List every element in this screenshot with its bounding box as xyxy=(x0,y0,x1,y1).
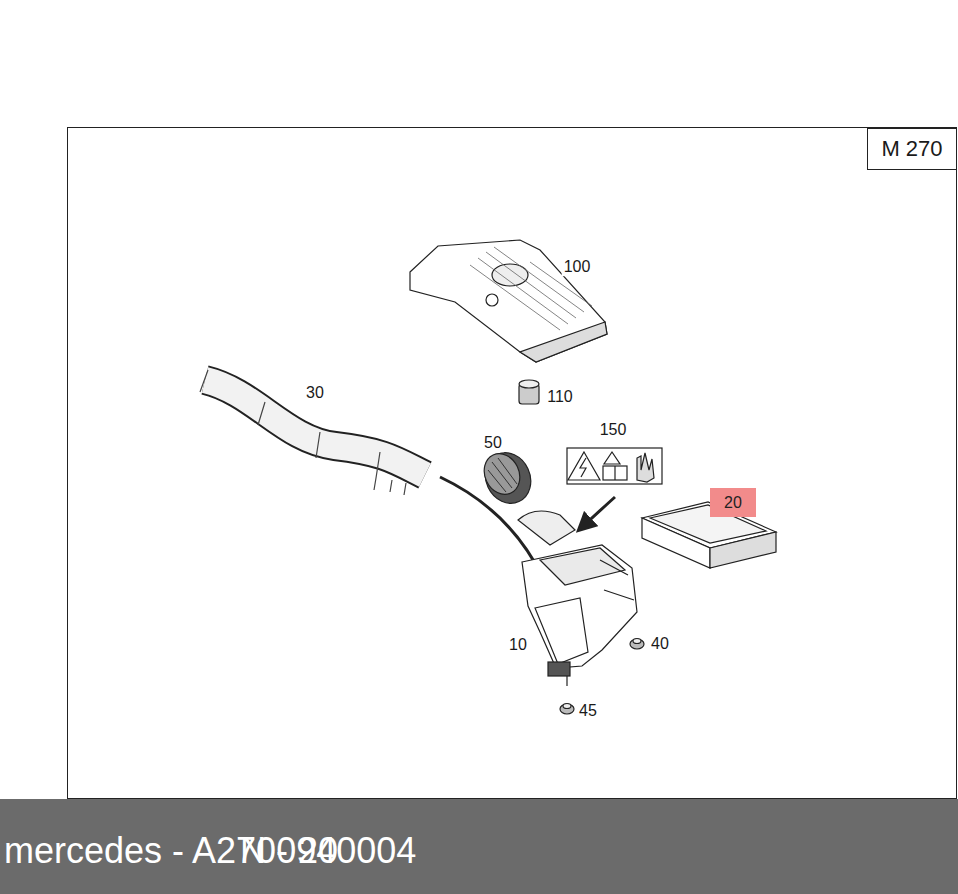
engine-cover xyxy=(410,240,607,362)
box-label: M 270 xyxy=(881,137,942,161)
fastener xyxy=(519,380,539,404)
warning-label xyxy=(567,448,662,484)
part-number-text: mercedes - A2700940004 xyxy=(4,831,416,871)
part-number-text: N - 20 xyxy=(240,831,338,871)
leader-arrow xyxy=(579,497,615,530)
callout-number: 110 xyxy=(545,388,575,406)
callout-number: 30 xyxy=(304,384,326,402)
callout-number: 100 xyxy=(562,258,593,276)
highlight-box: 20 xyxy=(710,488,756,517)
callout-number: 10 xyxy=(507,636,529,654)
engine-code-box: M 270 xyxy=(867,128,957,170)
callout-number: 40 xyxy=(649,635,671,653)
callout-number: 150 xyxy=(598,421,629,439)
filter-insert xyxy=(477,445,539,511)
callout-number: 50 xyxy=(482,434,504,452)
footer-band: mercedes - A2700940004N - 20 xyxy=(0,799,958,894)
air-filter-housing xyxy=(518,511,637,686)
box-label: 20 xyxy=(724,494,742,512)
intake-duct xyxy=(200,370,425,495)
grommet xyxy=(560,639,644,715)
callout-number: 45 xyxy=(577,702,599,720)
diagram-frame xyxy=(68,128,957,799)
